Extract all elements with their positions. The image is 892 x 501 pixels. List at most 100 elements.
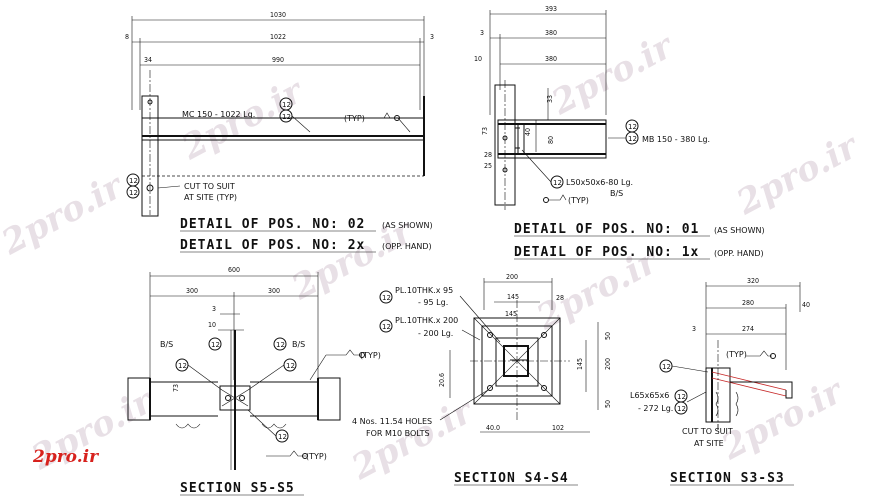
section-s5: 600 300 300 3 10 73 B/S B/S 12 12 12 12 (127, 266, 381, 496)
dim-label: 73 (481, 127, 489, 135)
detail-subtitle: (AS SHOWN) (382, 221, 433, 230)
detail-title: DETAIL OF POS. NO: 01 (514, 222, 699, 237)
bs-label: B/S (610, 189, 623, 198)
dim-label: 28 (556, 294, 564, 302)
callout-number: 12 (382, 294, 391, 302)
dim-label: 145 (507, 293, 519, 301)
detail-title: DETAIL OF POS. NO: 2x (180, 238, 365, 253)
dim-label: 393 (545, 5, 557, 13)
dim-label: 145 (505, 310, 517, 318)
member-label: MC 150 - 1022 Lg. (182, 110, 255, 119)
callout-number: 12 (677, 393, 686, 401)
detail-pos-02: 1030 1022 990 8 3 34 MC 150 - 1022 Lg. 1… (125, 11, 434, 253)
dim-label: 300 (186, 287, 198, 295)
holes-label: FOR M10 BOLTS (366, 429, 430, 438)
callout-number: 12 (628, 123, 637, 131)
holes-label: 4 Nos. 11.54 HOLES (352, 417, 432, 426)
cut-note: CUT TO SUIT (682, 427, 733, 436)
detail-title: DETAIL OF POS. NO: 1x (514, 245, 699, 260)
detail-subtitle: (OPP. HAND) (714, 249, 764, 258)
cut-note: AT SITE (694, 439, 724, 448)
section-s4: 200 145 28 50 145 200 50 20.6 40.0 102 1… (352, 273, 612, 486)
dim-label: 1030 (270, 11, 286, 19)
callout-number: 12 (286, 362, 295, 370)
angle-label: L50x50x6-80 Lg. (566, 178, 633, 187)
detail-subtitle: (OPP. HAND) (382, 242, 432, 251)
callout-number: 12 (282, 113, 291, 121)
dim-label: 8 (125, 33, 129, 41)
watermark: 2pro.ir (730, 126, 866, 224)
dim-label: 73 (172, 384, 180, 392)
dim-label: 320 (747, 277, 759, 285)
detail-pos-01: 393 380 380 3 10 33 73 40 80 28 25 12 12… (474, 5, 765, 260)
detail-title: DETAIL OF POS. NO: 02 (180, 217, 365, 232)
bs-label: B/S (292, 340, 305, 349)
section-title: SECTION S4-S4 (454, 471, 569, 486)
cut-note: AT SITE (TYP) (184, 193, 237, 202)
dim-label: 20.6 (438, 373, 446, 387)
callout-number: 12 (129, 177, 138, 185)
watermark: 2pro.ir (715, 371, 851, 469)
dim-label: 200 (604, 358, 612, 370)
dim-label: 3 (212, 305, 216, 313)
dim-label: 80 (547, 136, 555, 144)
dim-label: 145 (576, 358, 584, 370)
dim-label: 200 (506, 273, 518, 281)
dim-label: 33 (546, 95, 554, 103)
typ-label: (TYP) (568, 196, 589, 205)
bs-label: B/S (160, 340, 173, 349)
dim-label: 380 (545, 29, 557, 37)
dim-label: 10 (208, 321, 216, 329)
dim-label: 10 (474, 55, 482, 63)
dim-label: 3 (430, 33, 434, 41)
callout-number: 12 (282, 101, 291, 109)
section-title: SECTION S5-S5 (180, 481, 295, 496)
dim-label: 40.0 (486, 424, 500, 432)
typ-label: (TYP) (726, 350, 747, 359)
callout-number: 12 (677, 405, 686, 413)
dim-label: 3 (692, 325, 696, 333)
dim-label: 50 (604, 332, 612, 340)
dim-label: 3 (480, 29, 484, 37)
section-s3: 320 280 40 3 274 (TYP) 12 L65x65x6 - 272… (630, 277, 810, 486)
section-title: SECTION S3-S3 (670, 471, 785, 486)
typ-label: (TYP) (306, 452, 327, 461)
dim-label: 40 (524, 128, 532, 136)
plate-label: PL.10THK.x 95 (395, 286, 453, 295)
dim-label: 280 (742, 299, 754, 307)
callout-number: 12 (211, 341, 220, 349)
callout-number: 12 (276, 341, 285, 349)
dim-label: 34 (144, 56, 152, 64)
typ-label: (TYP) (360, 351, 381, 360)
detail-subtitle: (AS SHOWN) (714, 226, 765, 235)
callout-number: 12 (382, 323, 391, 331)
angle-label: L65x65x6 (630, 391, 669, 400)
dim-label: 40 (802, 301, 810, 309)
dim-label: 600 (228, 266, 240, 274)
dim-label: 50 (604, 400, 612, 408)
plate-label: PL.10THK.x 200 (395, 316, 458, 325)
typ-label: (TYP) (344, 114, 365, 123)
callout-number: 12 (628, 135, 637, 143)
watermark: 2pro.ir (0, 166, 131, 264)
callout-number: 12 (553, 179, 562, 187)
callout-number: 12 (178, 362, 187, 370)
callout-number: 12 (662, 363, 671, 371)
dim-label: 102 (552, 424, 564, 432)
site-logo: 2pro.ir (32, 447, 99, 467)
dim-label: 300 (268, 287, 280, 295)
plate-label: - 200 Lg. (418, 329, 453, 338)
cut-note: CUT TO SUIT (184, 182, 235, 191)
callout-number: 12 (129, 189, 138, 197)
dim-label: 274 (742, 325, 754, 333)
dim-label: 1022 (270, 33, 286, 41)
plate-label: - 95 Lg. (418, 298, 448, 307)
dim-label: 25 (484, 162, 492, 170)
dim-label: 380 (545, 55, 557, 63)
callout-number: 12 (278, 433, 287, 441)
watermark: 2pro.ir (545, 26, 681, 124)
member-label: MB 150 - 380 Lg. (642, 135, 710, 144)
dim-label: 990 (272, 56, 284, 64)
angle-label: - 272 Lg. (638, 404, 673, 413)
